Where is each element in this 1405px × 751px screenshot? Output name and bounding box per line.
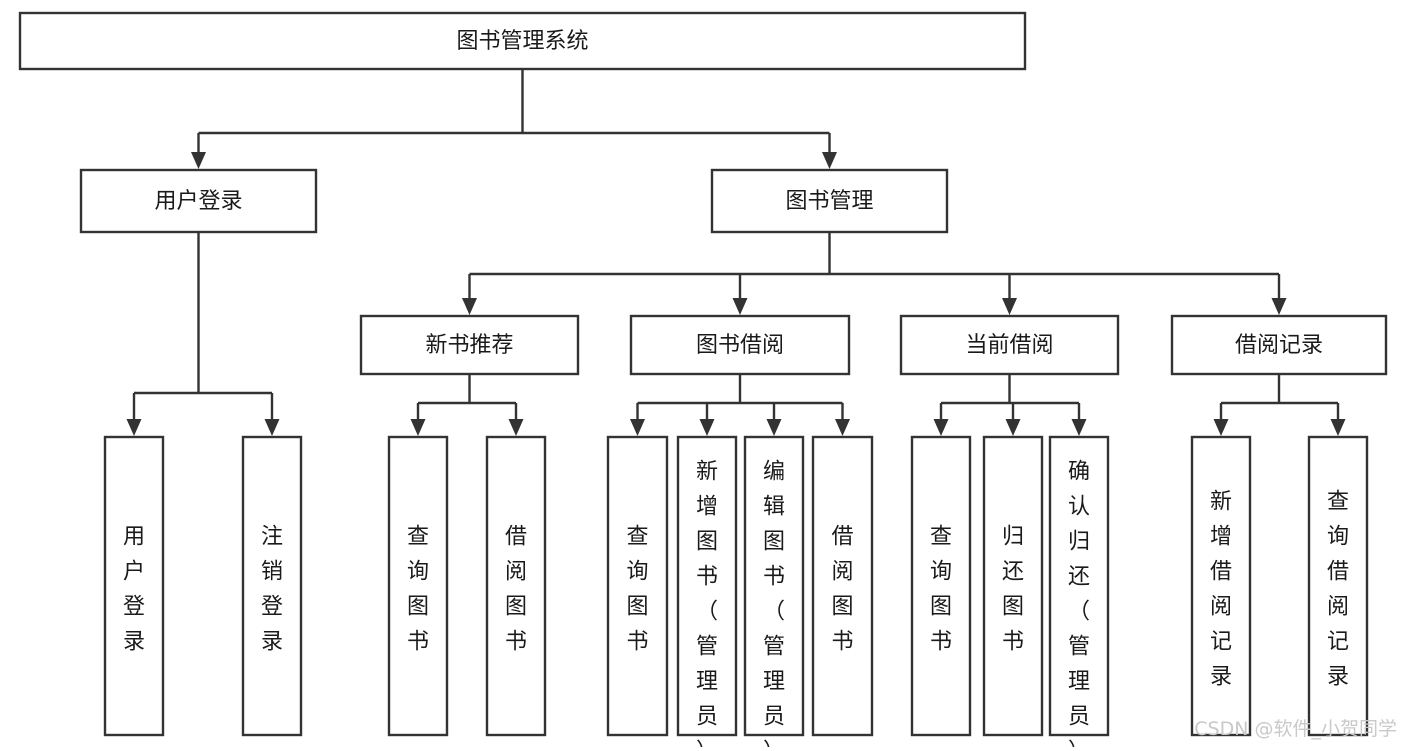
node-label-new-book-recommend: 新书推荐 [425,333,513,358]
arrow-head-icon [508,419,524,436]
arrow-head-icon [1002,298,1017,315]
arrow-head-icon [1271,298,1287,315]
node-label-borrow-record: 借阅记录 [1235,333,1323,358]
arrow-head-icon [191,152,206,169]
node-leaf-query-book-current[interactable]: 查询图书 [910,435,972,737]
node-leaf-logout[interactable]: 注销登录 [241,435,303,737]
node-leaf-add-book[interactable]: 新增图书（管理员） [676,435,738,751]
node-box-leaf-return-book [982,435,1044,737]
node-leaf-query-book-borrow[interactable]: 查询图书 [606,435,669,737]
node-book-management[interactable]: 图书管理 [710,168,949,234]
arrow-head-icon [630,419,645,436]
csdn-watermark: CSDN @软件_小贺同学 [1194,718,1397,740]
node-leaf-borrow-book[interactable]: 借阅图书 [811,435,874,737]
node-box-leaf-borrow-book [811,435,874,737]
node-label-leaf-borrow-book: 借阅图书 [831,524,853,654]
node-box-leaf-query-book-current [910,435,972,737]
node-box-book-borrow [629,314,851,376]
node-leaf-add-borrow-record[interactable]: 新增借阅记录 [1190,435,1252,737]
node-label-leaf-borrow-book-recommend: 借阅图书 [505,524,527,654]
node-label-leaf-query-book-current: 查询图书 [930,524,952,654]
node-leaf-borrow-book-recommend[interactable]: 借阅图书 [485,435,547,737]
arrow-head-icon [410,419,426,436]
node-label-leaf-return-book: 归还图书 [1002,524,1024,654]
arrow-head-icon [732,298,748,315]
arrow-head-icon [1213,419,1229,436]
arrow-head-icon [699,419,715,436]
node-box-leaf-borrow-book-recommend [485,435,547,737]
node-box-leaf-query-borrow-record [1307,435,1369,737]
node-label-leaf-query-book-recommend: 查询图书 [407,524,429,654]
node-user-login[interactable]: 用户登录 [79,168,318,234]
arrow-head-icon [126,419,142,436]
node-label-leaf-logout: 注销登录 [261,524,283,654]
node-label-leaf-user-login: 用户登录 [123,524,145,654]
arrow-head-icon [264,419,280,436]
node-box-book-management [710,168,949,234]
node-box-borrow-record [1170,314,1388,376]
node-box-user-login [79,168,318,234]
node-leaf-query-book-recommend[interactable]: 查询图书 [387,435,449,737]
node-label-leaf-query-borrow-record: 查询借阅记录 [1327,489,1349,689]
node-borrow-record[interactable]: 借阅记录 [1170,314,1388,376]
arrow-head-icon [1005,419,1021,436]
arrow-head-icon [1071,419,1087,436]
node-box-root [18,11,1027,71]
node-new-book-recommend[interactable]: 新书推荐 [359,314,580,376]
node-book-borrow[interactable]: 图书借阅 [629,314,851,376]
node-box-leaf-edit-book [743,435,805,737]
node-box-leaf-add-borrow-record [1190,435,1252,737]
node-box-leaf-confirm-return [1048,435,1110,737]
node-box-new-book-recommend [359,314,580,376]
connectors-layer [126,69,1346,436]
node-label-user-login: 用户登录 [154,189,242,214]
nodes-layer: 图书管理系统用户登录图书管理新书推荐图书借阅当前借阅借阅记录用户登录注销登录查询… [18,11,1388,751]
node-label-leaf-add-borrow-record: 新增借阅记录 [1210,489,1232,689]
node-label-book-management: 图书管理 [785,189,873,214]
node-label-leaf-query-book-borrow: 查询图书 [626,524,648,654]
arrow-head-icon [822,152,837,169]
arrow-head-icon [1330,419,1346,436]
node-leaf-query-borrow-record[interactable]: 查询借阅记录 [1307,435,1369,737]
node-box-leaf-user-login [103,435,165,737]
node-label-book-borrow: 图书借阅 [696,333,784,358]
arrow-head-icon [933,419,949,436]
node-label-leaf-add-book: 新增图书（管理员） [696,459,718,747]
node-label-leaf-confirm-return: 确认归还（管理员） [1068,459,1090,747]
node-leaf-confirm-return[interactable]: 确认归还（管理员） [1048,435,1110,751]
node-box-leaf-query-book-recommend [387,435,449,737]
node-box-current-borrow [899,314,1120,376]
node-root[interactable]: 图书管理系统 [18,11,1027,71]
node-label-root: 图书管理系统 [456,29,588,54]
node-label-leaf-edit-book: 编辑图书（管理员） [763,459,785,747]
arrow-head-icon [462,298,477,315]
node-box-leaf-add-book [676,435,738,737]
node-current-borrow[interactable]: 当前借阅 [899,314,1120,376]
arrow-head-icon [835,419,850,436]
node-label-current-borrow: 当前借阅 [965,333,1053,358]
arrow-head-icon [766,419,782,436]
node-box-leaf-query-book-borrow [606,435,669,737]
node-leaf-edit-book[interactable]: 编辑图书（管理员） [743,435,805,751]
node-leaf-return-book[interactable]: 归还图书 [982,435,1044,737]
node-box-leaf-logout [241,435,303,737]
node-leaf-user-login[interactable]: 用户登录 [103,435,165,737]
